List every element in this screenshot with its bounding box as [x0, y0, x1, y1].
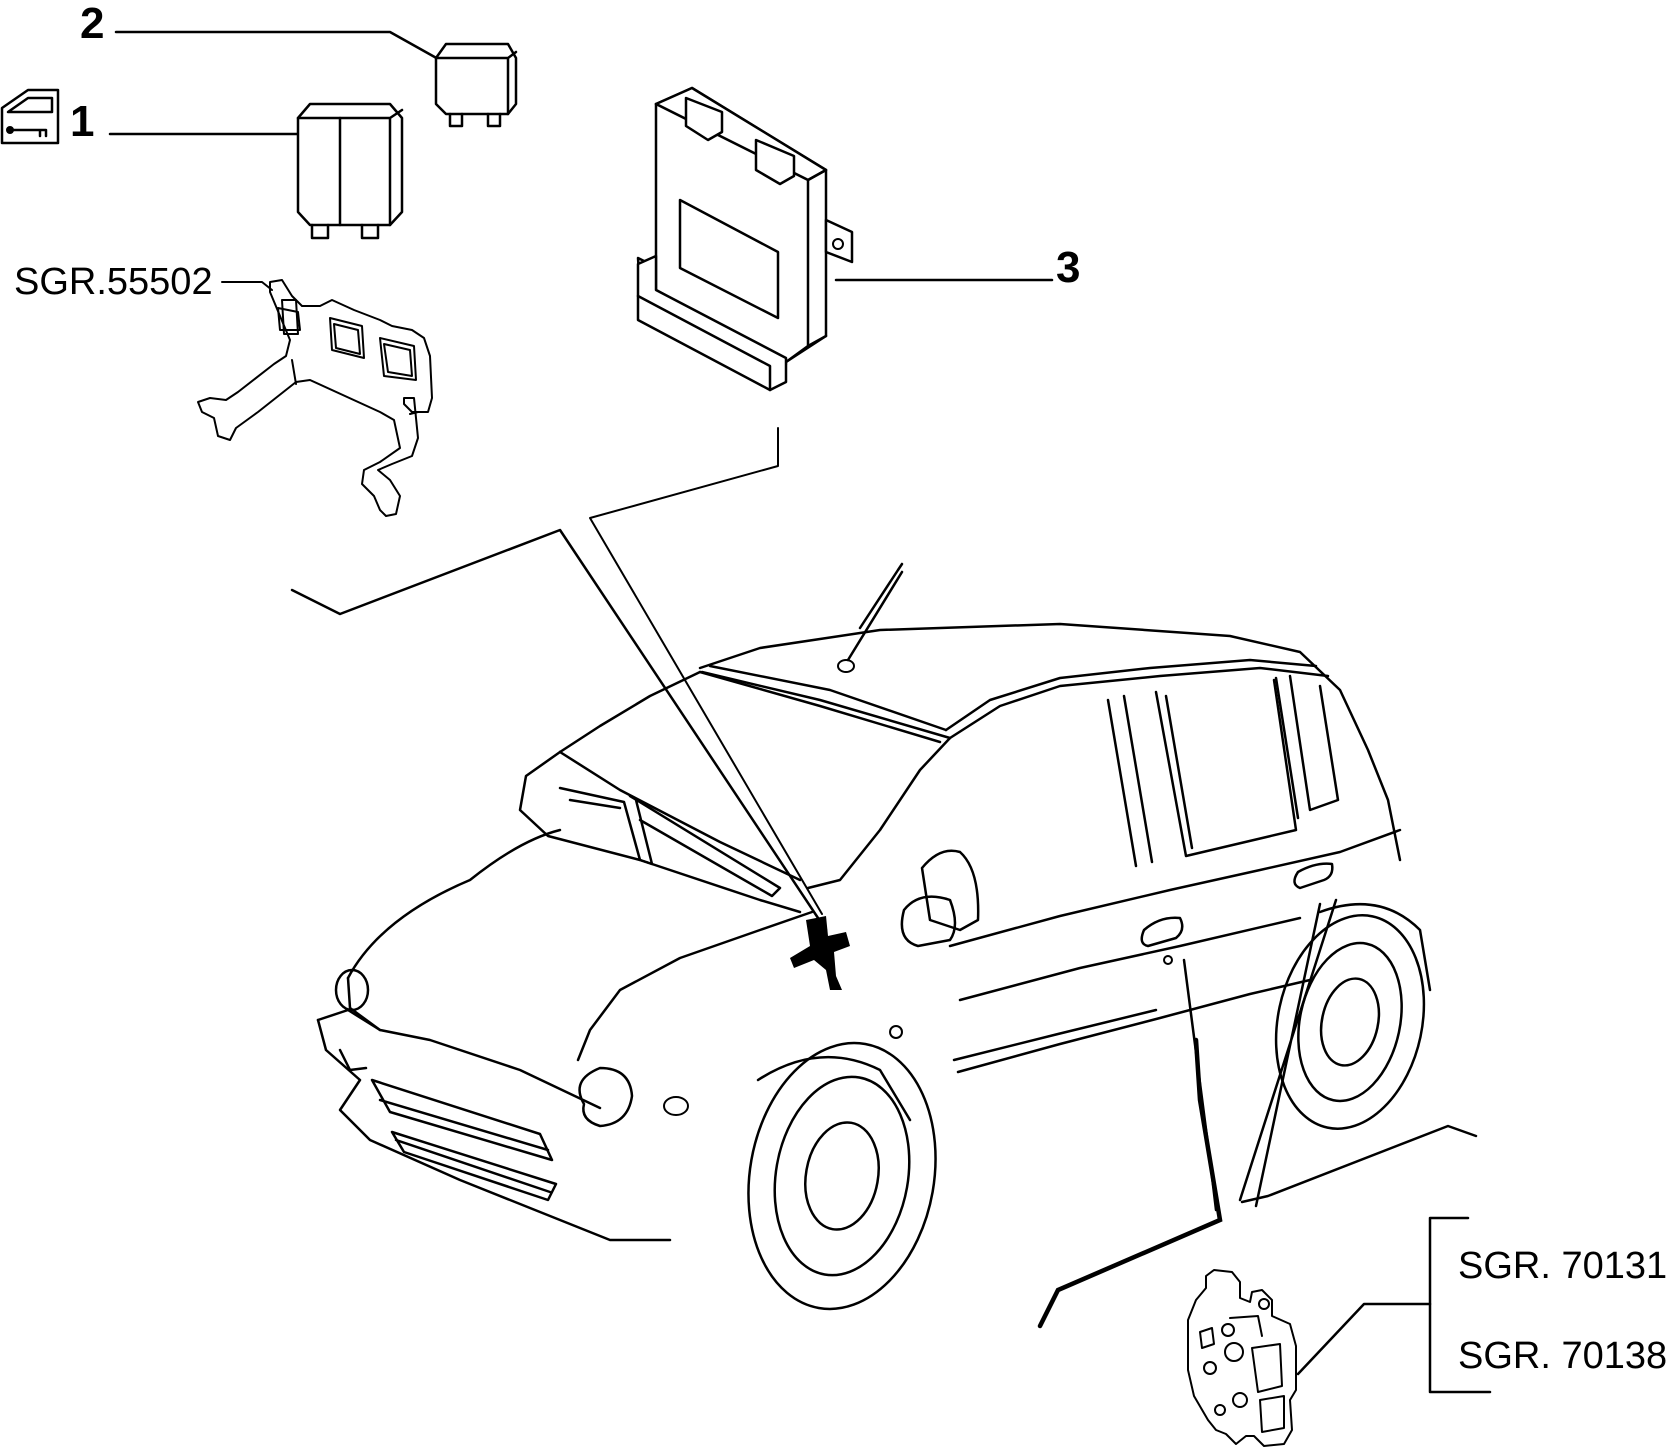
callout-1: 1 [70, 97, 94, 146]
leader-lock-main [1037, 1037, 1223, 1329]
ref-lock-a: SGR. 70131 [1458, 1245, 1667, 1287]
leader-control-unit-to-car [589, 427, 823, 915]
leader-bracket [221, 281, 273, 291]
leader-2 [114, 30, 442, 62]
leader-lock-rear-tail [1240, 1124, 1478, 1204]
ref-lock-b: SGR. 70138 [1458, 1335, 1667, 1377]
leader-bracket-to-car [290, 528, 828, 932]
door-lock-key-icon [0, 88, 60, 145]
ref-bracket: SGR.55502 [14, 261, 213, 303]
mounting-bracket [197, 279, 433, 517]
leader-lock-rear [1238, 898, 1338, 1208]
leader-lock-ref [1296, 1302, 1432, 1376]
door-lock [1187, 1269, 1297, 1447]
callout-2: 2 [80, 0, 104, 48]
relay-2 [434, 42, 518, 128]
car-outline [316, 562, 1432, 1311]
relay-1 [296, 102, 404, 240]
callout-3: 3 [1056, 243, 1080, 292]
control-unit [636, 86, 854, 392]
